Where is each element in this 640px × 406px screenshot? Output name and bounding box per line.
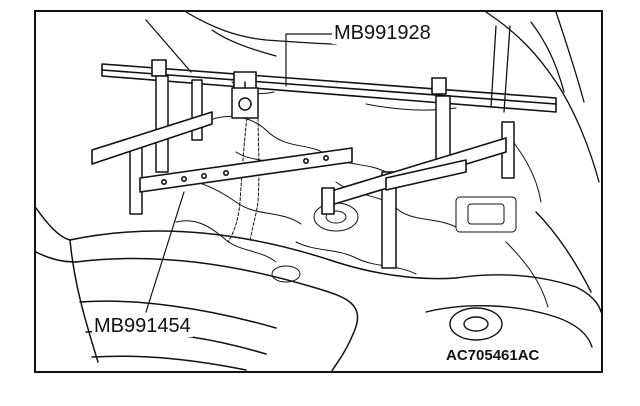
figure-code: AC705461AC: [446, 347, 540, 364]
hood-edge: [185, 12, 600, 183]
support-posts-right: [381, 95, 515, 269]
lifting-chain: [227, 107, 260, 243]
crossmember-left: [91, 111, 353, 193]
callout-label-mb991454: MB991454: [92, 315, 193, 337]
callout-label-mb991928: MB991928: [332, 22, 433, 44]
callout-leaders: [145, 33, 333, 313]
centre-hook: [231, 81, 259, 119]
crossmember-right: [321, 137, 507, 215]
support-bar-top: [101, 59, 557, 113]
fender-headlight: [425, 211, 601, 348]
illustration-frame: MB991928 MB991454 AC705461AC: [34, 10, 603, 373]
